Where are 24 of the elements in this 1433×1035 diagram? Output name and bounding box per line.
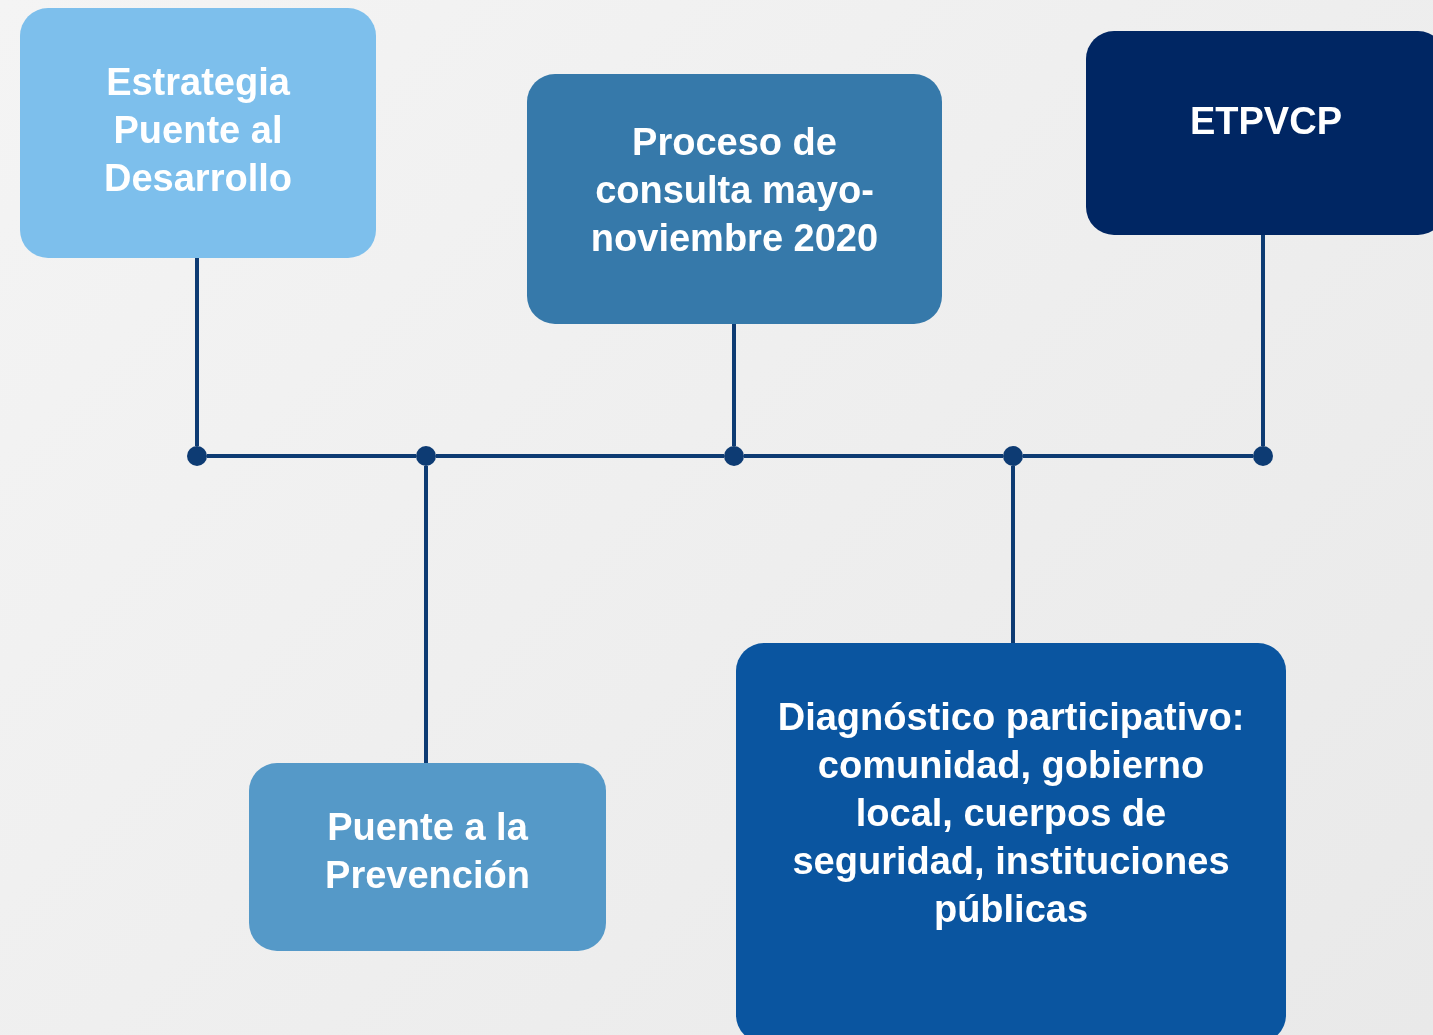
- connector-line: [1261, 235, 1265, 446]
- timeline-box: [527, 74, 942, 324]
- timeline-box: [20, 8, 376, 258]
- timeline-dot: [1253, 446, 1273, 466]
- connector-line: [732, 324, 736, 446]
- connector-line: [744, 454, 1003, 458]
- box-label: Proceso de consulta mayo-noviembre 2020: [589, 120, 880, 261]
- box-label: Diagnóstico participativo: comunidad, gobierno local, cuerpos de seguridad, instituciones públicas: [776, 695, 1246, 932]
- timeline-box: [736, 643, 1286, 1035]
- timeline-box: [249, 763, 606, 951]
- connector-line: [436, 454, 724, 458]
- connector-line: [424, 466, 428, 763]
- connector-line: [195, 258, 199, 446]
- timeline-dot: [187, 446, 207, 466]
- box-label: Puente a la Prevención: [324, 805, 531, 898]
- connector-line: [207, 454, 416, 458]
- timeline-box: [1086, 31, 1433, 235]
- box-label: ETPVCP: [1188, 99, 1343, 144]
- timeline-dot: [724, 446, 744, 466]
- timeline-dot: [416, 446, 436, 466]
- timeline-dot: [1003, 446, 1023, 466]
- box-label: Estrategia Puente al Desarrollo: [103, 60, 293, 201]
- connector-line: [1023, 454, 1253, 458]
- connector-line: [1011, 466, 1015, 643]
